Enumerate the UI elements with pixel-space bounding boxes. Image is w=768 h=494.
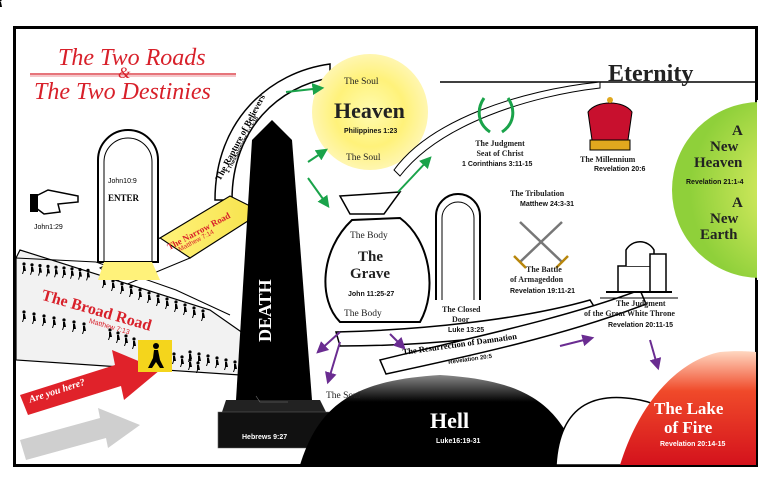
- death-ref: Hebrews 9:27: [242, 434, 288, 441]
- lake-of-fire-ref: Revelation 20:14-15: [660, 441, 726, 448]
- white-throne-ref: Revelation 20:11-15: [608, 322, 673, 329]
- grave: [324, 216, 431, 323]
- enter-door-label: ENTER: [108, 193, 140, 203]
- new-earth-a2: A: [732, 195, 743, 211]
- armageddon-label2: of Armageddon: [510, 275, 564, 284]
- resurrection-road: [378, 289, 647, 375]
- armageddon-ref: Revelation 19:11-21: [510, 288, 575, 295]
- hiker-icon: [138, 340, 172, 372]
- swords-icon: [513, 221, 569, 269]
- white-throne-label1: The Judgment: [616, 299, 666, 308]
- pointing-hand-icon: [35, 189, 79, 215]
- grave-ref: John 11:25-27: [348, 291, 395, 298]
- title-amp: &: [118, 65, 131, 82]
- heaven-glow: [312, 54, 428, 170]
- hell-pit: [300, 375, 580, 465]
- red-arrow: [20, 350, 160, 415]
- lake-of-fire-line2: of Fire: [664, 418, 713, 437]
- closed-door-ref: Luke 13:25: [448, 327, 485, 334]
- enter-door-ref: John10:9: [108, 178, 137, 185]
- millennium-ref: Revelation 20:6: [594, 166, 646, 173]
- eternity-label: Eternity: [608, 61, 694, 87]
- purple-arrows: [316, 331, 662, 385]
- closed-door-label1: The Closed: [442, 305, 481, 314]
- grave-body-bottom: The Body: [344, 309, 382, 319]
- new-heaven-a1: A: [732, 123, 743, 139]
- armageddon-label1: The Battle: [526, 265, 562, 274]
- millennium-label: The Millennium: [580, 155, 636, 164]
- heaven-soul-top: The Soul: [344, 77, 379, 87]
- white-throne-label2: of the Great White Throne: [584, 309, 675, 318]
- grave-label2: Grave: [350, 266, 390, 282]
- grave-lid: [338, 191, 402, 215]
- hell-ref: Luke16:19-31: [436, 438, 481, 445]
- new-earth-new2: New: [710, 211, 739, 227]
- hell-label: Hell: [430, 408, 470, 433]
- death-obelisk: [236, 120, 312, 400]
- heaven-soul-bottom: The Soul: [346, 153, 381, 163]
- new-heaven-heaven: Heaven: [694, 155, 743, 171]
- soul-hell-label: The Soul: [326, 391, 361, 401]
- gray-arrow: [20, 408, 140, 460]
- pointing-hand-ref: John1:29: [34, 224, 63, 231]
- green-arrows: [285, 83, 432, 208]
- new-heaven-disc: [672, 102, 768, 278]
- closed-door: [435, 193, 481, 300]
- new-earth-earth: Earth: [700, 227, 738, 243]
- judgment-seat-label1: The Judgment: [475, 139, 525, 148]
- heaven-ref: Philippines 1:23: [344, 128, 398, 135]
- death-label: DEATH: [255, 279, 275, 342]
- enter-door: [97, 129, 159, 263]
- crown-icon: [587, 97, 633, 151]
- closed-door-label2: Door: [452, 315, 470, 324]
- tribulation-ref: Matthew 24:3-31: [520, 201, 575, 208]
- lake-of-fire: [620, 351, 756, 465]
- judgment-seat-ref: 1 Corinthians 3:11-15: [462, 161, 533, 168]
- judgment-seat-label2: Seat of Christ: [476, 149, 524, 158]
- crowd: [0, 0, 2, 7]
- new-heaven-new1: New: [710, 139, 739, 155]
- heaven-label: Heaven: [334, 98, 405, 123]
- lake-of-fire-line1: The Lake: [654, 399, 724, 418]
- grave-label1: The: [358, 249, 384, 265]
- title-line2: The Two Destinies: [34, 79, 211, 105]
- title-line1: The Two Roads: [58, 45, 206, 71]
- tribulation-label: The Tribulation: [510, 189, 565, 198]
- grave-body-top: The Body: [350, 231, 388, 241]
- laurel-icon: [477, 97, 515, 134]
- white-throne: [600, 241, 678, 299]
- new-heaven-ref: Revelation 21:1-4: [686, 179, 744, 186]
